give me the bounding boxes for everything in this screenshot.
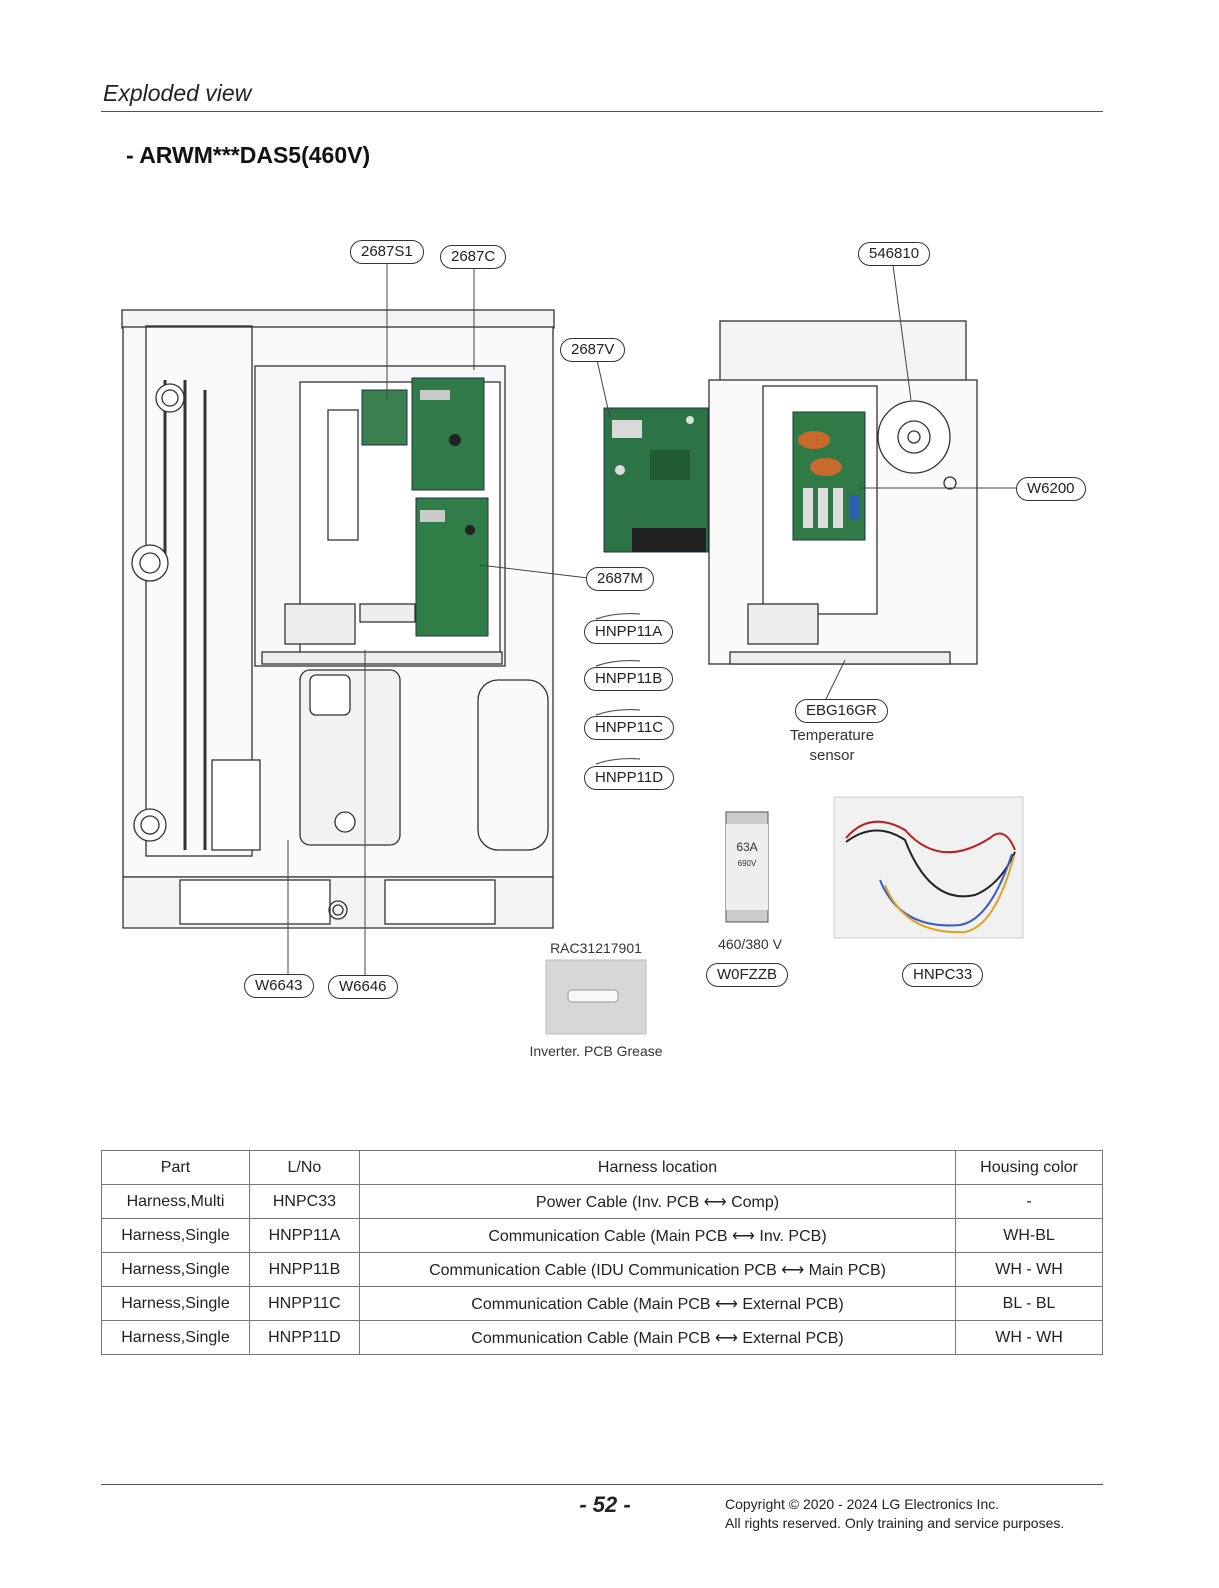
fuse-volt-label: 690V xyxy=(738,859,757,868)
header-rule xyxy=(101,111,1103,112)
callout-EBG16GR: EBG16GR xyxy=(795,699,888,723)
column-header-housing-color: Housing color xyxy=(955,1150,1103,1185)
cell-housing-color: WH - WH xyxy=(955,1320,1103,1355)
cell-lno: HNPP11A xyxy=(248,1218,360,1253)
fuse-image: 63A 690V xyxy=(725,811,769,923)
cell-lno: HNPP11D xyxy=(248,1320,360,1355)
page-number: - 52 - xyxy=(579,1492,631,1517)
cell-harness-location: Communication Cable (Main PCB ⟷ External… xyxy=(358,1286,957,1321)
exploded-view-diagram: 63A 690V xyxy=(121,262,1027,1035)
main-unit-pcbs xyxy=(361,377,489,637)
column-header-lno: L/No xyxy=(248,1150,360,1185)
callout-546810: 546810 xyxy=(858,242,931,266)
callout-2687C: 2687C xyxy=(440,245,507,269)
fuse-rating-caption: 460/380 V xyxy=(718,936,782,952)
column-header-part: Part xyxy=(101,1150,250,1185)
table-row: Harness,Single HNPP11C Communication Cab… xyxy=(101,1286,1103,1321)
cell-harness-location: Power Cable (Inv. PCB ⟷ Comp) xyxy=(358,1184,957,1219)
table-row: Harness,Single HNPP11A Communication Cab… xyxy=(101,1218,1103,1253)
cell-housing-color: WH-BL xyxy=(955,1218,1103,1253)
column-header-harness-location: Harness location xyxy=(358,1150,957,1185)
leader-lines xyxy=(287,262,1027,975)
callout-2687M: 2687M xyxy=(586,567,654,591)
callout-W6643: W6643 xyxy=(244,974,314,998)
copyright-line-1: Copyright © 2020 - 2024 LG Electronics I… xyxy=(725,1496,1000,1512)
callout-HNPP11B: HNPP11B xyxy=(584,667,674,691)
table-header-row: Part L/No Harness location Housing color xyxy=(101,1150,1103,1185)
callout-HNPC33: HNPC33 xyxy=(902,963,984,987)
cell-part: Harness,Single xyxy=(101,1252,250,1287)
grease-code-caption: RAC31217901 xyxy=(550,940,642,956)
cell-harness-location: Communication Cable (IDU Communication P… xyxy=(358,1252,957,1287)
table-row: Harness,Single HNPP11B Communication Cab… xyxy=(101,1252,1103,1287)
cell-part: Harness,Single xyxy=(101,1320,250,1355)
parts-table: Part L/No Harness location Housing color… xyxy=(101,1150,1103,1355)
model-title: - ARWM***DAS5(460V) xyxy=(126,142,371,168)
callout-HNPP11D: HNPP11D xyxy=(584,766,675,790)
noise-filter-pcb xyxy=(792,411,866,541)
harness-single-drawings xyxy=(595,612,641,765)
copyright-line-2: All rights reserved. Only training and s… xyxy=(725,1515,1065,1531)
inverter-pcb-image xyxy=(603,407,709,553)
copyright: Copyright © 2020 - 2024 LG Electronics I… xyxy=(725,1495,1064,1533)
callout-HNPP11C: HNPP11C xyxy=(584,716,675,740)
callout-HNPP11A: HNPP11A xyxy=(584,620,674,644)
callout-W0FZZB: W0FZZB xyxy=(706,963,788,987)
cell-housing-color: BL - BL xyxy=(955,1286,1103,1321)
temperature-sensor-caption: Temperature sensor xyxy=(789,727,875,764)
table-row: Harness,Single HNPP11D Communication Cab… xyxy=(101,1320,1103,1355)
power-cable-image xyxy=(833,796,1024,939)
grease-image xyxy=(545,959,647,1035)
table-row: Harness,Multi HNPC33 Power Cable (Inv. P… xyxy=(101,1184,1103,1219)
cell-lno: HNPC33 xyxy=(248,1184,360,1219)
cell-harness-location: Communication Cable (Main PCB ⟷ Inv. PCB… xyxy=(358,1218,957,1253)
cell-part: Harness,Single xyxy=(101,1218,250,1253)
callout-2687V: 2687V xyxy=(560,338,626,362)
callout-W6200: W6200 xyxy=(1016,477,1086,501)
callout-2687S1: 2687S1 xyxy=(350,240,424,264)
cell-part: Harness,Multi xyxy=(101,1184,250,1219)
grease-name-caption: Inverter. PCB Grease xyxy=(529,1043,663,1059)
section-title: Exploded view xyxy=(103,80,252,106)
callout-W6646: W6646 xyxy=(328,975,398,999)
cell-lno: HNPP11C xyxy=(248,1286,360,1321)
main-unit-drawing xyxy=(121,309,555,929)
cell-housing-color: WH - WH xyxy=(955,1252,1103,1287)
fuse-amp-label: 63A xyxy=(736,840,757,854)
cell-part: Harness,Single xyxy=(101,1286,250,1321)
cell-lno: HNPP11B xyxy=(248,1252,360,1287)
footer-rule xyxy=(101,1484,1103,1485)
cell-harness-location: Communication Cable (Main PCB ⟷ External… xyxy=(358,1320,957,1355)
cell-housing-color: - xyxy=(955,1184,1103,1219)
